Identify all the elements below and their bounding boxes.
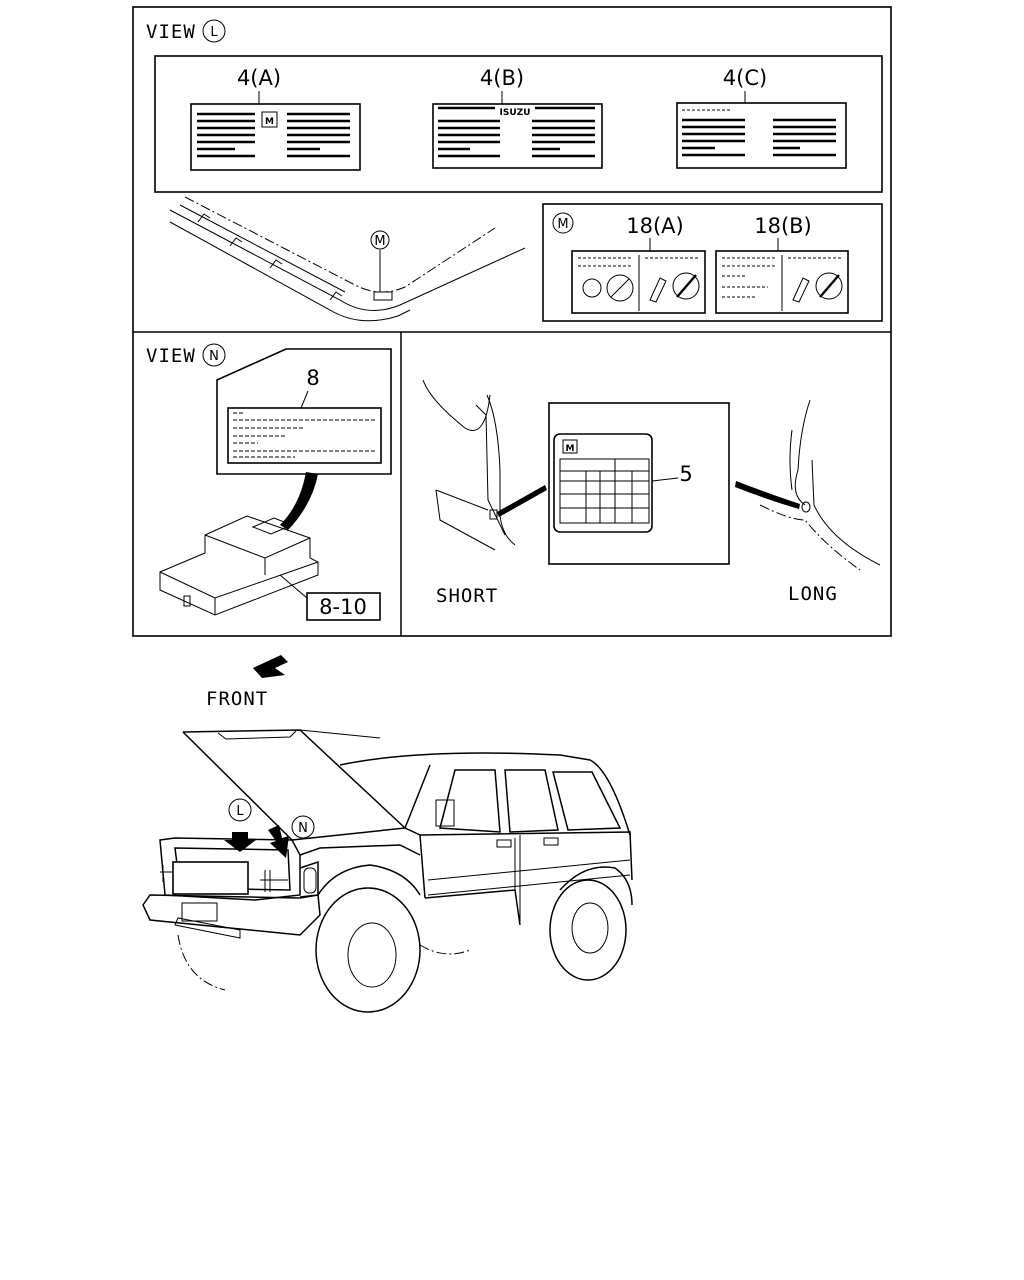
svg-text:M: M	[265, 117, 274, 127]
label-4b: 4(B) ISUZU	[432, 66, 603, 169]
vehicle-sketch	[142, 729, 633, 1013]
marker-l-callout: L	[224, 798, 256, 852]
vehicle-marker-n: N	[298, 821, 308, 836]
label-4a-number: 4(A)	[237, 66, 281, 90]
label-8-number: 8	[306, 366, 319, 390]
label-18b-number: 18(B)	[754, 214, 812, 238]
label-18a-number: 18(A)	[626, 214, 683, 238]
label-18a: 18(A)	[571, 214, 706, 314]
view-l-title: VIEW	[146, 21, 196, 43]
view-n-title: VIEW	[146, 345, 196, 367]
angled-arrow-icon	[268, 825, 289, 858]
view-n-header: VIEW N	[146, 343, 226, 367]
marker-n-callout: N	[268, 815, 315, 858]
part-range-label: 8-10	[319, 595, 367, 619]
front-arrow-icon	[253, 655, 288, 678]
no-smoking-icon	[606, 274, 634, 302]
down-arrow-icon	[224, 832, 256, 852]
isuzu-logo-icon: ISUZU	[500, 108, 531, 118]
label-4a: 4(A) M	[190, 66, 361, 171]
long-label: LONG	[788, 583, 838, 605]
fuse-box-sketch: 8-10	[159, 515, 381, 621]
vehicle-marker-l: L	[236, 804, 244, 819]
view-n-marker: N	[209, 349, 219, 364]
label-5: M 5	[553, 433, 693, 533]
view-l-marker: L	[210, 25, 218, 40]
long-door-pillar-sketch: LONG	[735, 399, 881, 605]
inset-m-marker: M	[374, 234, 385, 249]
door-label-logo-icon	[562, 439, 578, 454]
view-m-marker: M	[557, 217, 568, 232]
label-18b: 18(B)	[715, 214, 849, 314]
label-8	[227, 407, 382, 464]
label-4b-number: 4(B)	[480, 66, 524, 90]
radiator-support-sketch: M	[169, 196, 526, 322]
label-logo-icon	[261, 111, 278, 128]
label-4c-number: 4(C)	[723, 66, 767, 90]
view-l-header: VIEW L	[146, 19, 226, 43]
short-label: SHORT	[436, 585, 498, 607]
front-label: FRONT	[206, 688, 268, 710]
label-5-number: 5	[679, 462, 692, 486]
svg-text:M: M	[566, 444, 575, 454]
short-door-pillar-sketch: SHORT	[422, 379, 547, 607]
label-4c: 4(C)	[676, 66, 847, 169]
